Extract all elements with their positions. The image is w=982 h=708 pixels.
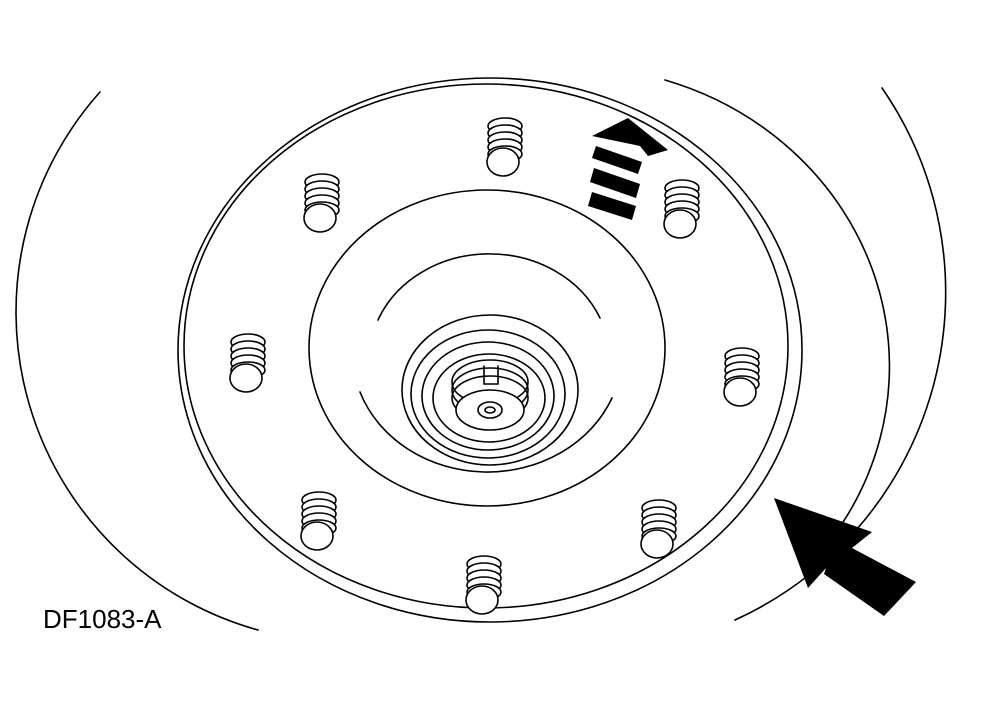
- spindle-center: [477, 401, 503, 419]
- wheel-stud: [465, 555, 502, 615]
- hub-flange-outer: [177, 77, 803, 623]
- hub-bore-outer: [401, 314, 579, 466]
- hub-flange-inner: [183, 83, 789, 609]
- rotor-outer-arc-left: [15, 91, 259, 631]
- dashed-up-arrow-icon: [588, 118, 668, 220]
- spindle-end: [455, 389, 525, 431]
- hub-bore-ring-3: [432, 353, 546, 443]
- figure-label: DF1083-A: [43, 604, 162, 634]
- spindle-keyway: [483, 365, 499, 385]
- wheel-stud: [723, 347, 760, 407]
- wheel-stud: [300, 491, 337, 551]
- wheel-studs-group: [229, 117, 760, 615]
- hub-pilot-arc-lower: [359, 391, 613, 473]
- spindle-center-inner: [484, 406, 496, 414]
- solid-arrow-icon: [774, 498, 916, 616]
- wheel-stud: [486, 117, 523, 177]
- wheel-stud: [663, 179, 700, 239]
- wheel-stud: [229, 333, 266, 393]
- wheel-stud: [303, 173, 340, 233]
- hub-pilot-arc: [377, 253, 601, 321]
- hub-bore-ring: [410, 329, 566, 459]
- wheel-stud: [640, 499, 677, 559]
- rotor-inner-arc-right: [664, 79, 891, 563]
- hub-center-ring: [308, 189, 666, 507]
- hub-bore-ring-2: [421, 341, 555, 451]
